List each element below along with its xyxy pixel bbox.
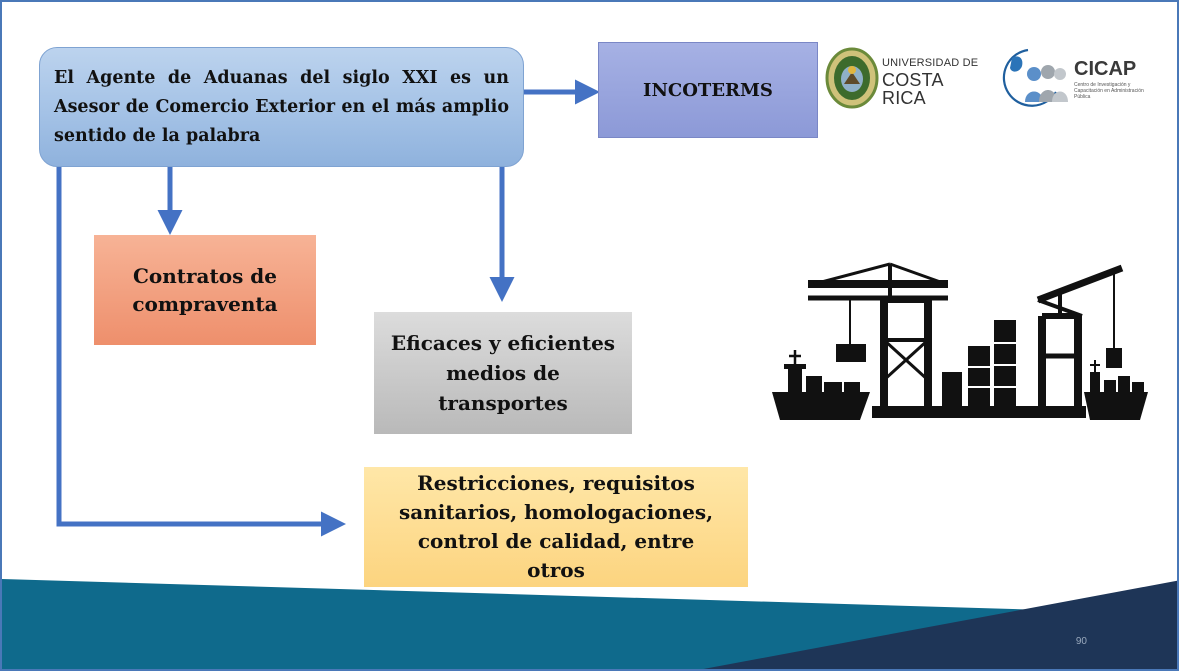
eficaces-box: Eficaces y eficientes medios de transpor… (374, 312, 632, 434)
page-number: 90 (1075, 636, 1087, 647)
restricciones-label: Restricciones, requisitos sanitarios, ho… (398, 471, 714, 582)
cicap-title: CICAP (1074, 58, 1137, 80)
cicap-logo: CICAP Centro de Investigación y Capacita… (998, 44, 1148, 110)
main-statement-text: El Agente de Aduanas del siglo XXI es un… (54, 67, 509, 146)
ucr-name-line1: UNIVERSIDAD DE (882, 57, 979, 69)
restricciones-box: Restricciones, requisitos sanitarios, ho… (364, 467, 748, 587)
ucr-name-line2: COSTA RICA (882, 70, 943, 108)
incoterms-label: INCOTERMS (643, 79, 773, 101)
ucr-logo: UNIVERSIDAD DE COSTA RICA (824, 46, 984, 110)
cicap-subtitle: Centro de Investigación y Capacitación e… (1074, 82, 1144, 100)
main-statement-box: El Agente de Aduanas del siglo XXI es un… (39, 47, 524, 167)
contratos-box: Contratos de compraventa (94, 235, 316, 345)
arrow-to-restricciones (56, 162, 346, 537)
ucr-seal-icon (825, 47, 879, 109)
incoterms-box: INCOTERMS (598, 42, 818, 138)
cicap-globe-icon (1002, 48, 1068, 107)
contratos-label: Contratos de compraventa (132, 264, 278, 316)
eficaces-label: Eficaces y eficientes medios de transpor… (390, 331, 616, 415)
port-cranes-ships-icon (772, 262, 1148, 420)
